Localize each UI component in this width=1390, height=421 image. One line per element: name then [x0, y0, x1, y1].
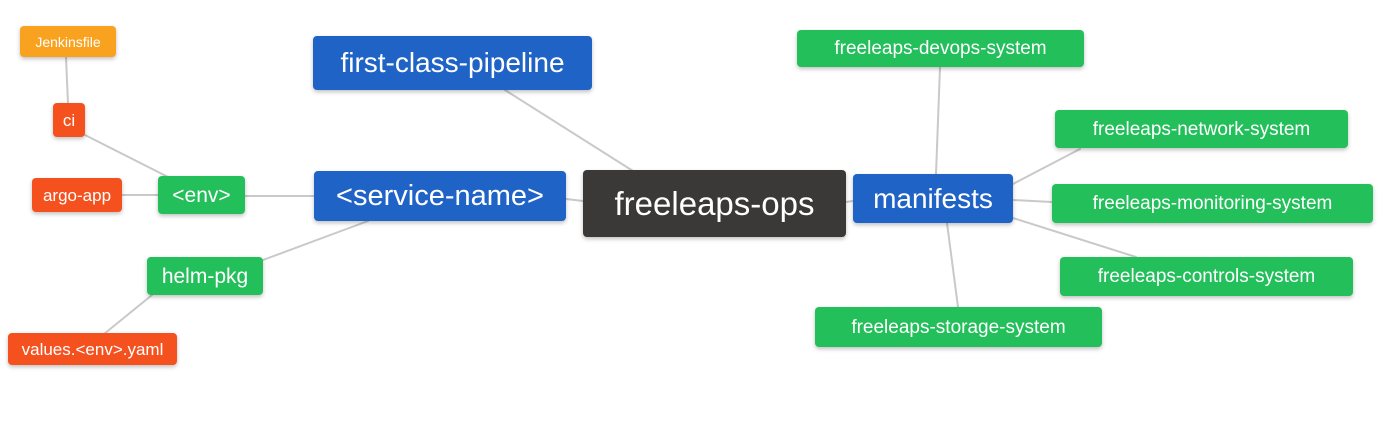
node-ci[interactable]: ci [53, 103, 85, 137]
node-manifests[interactable]: manifests [853, 174, 1013, 223]
node-freeleaps-ops[interactable]: freeleaps-ops [583, 170, 846, 237]
node-jenkinsfile[interactable]: Jenkinsfile [20, 26, 116, 57]
edge-manifests-to-freeleaps-monitoring-system [1012, 199, 1053, 203]
edge-manifests-to-freeleaps-devops-system [935, 66, 941, 175]
edge-ci-to-env [84, 134, 171, 179]
node-freeleaps-monitoring-system[interactable]: freeleaps-monitoring-system [1052, 184, 1373, 223]
node-freeleaps-network-system[interactable]: freeleaps-network-system [1055, 110, 1348, 148]
edge-jenkinsfile-to-ci [65, 56, 69, 105]
edge-first-class-pipeline-to-freeleaps-ops [504, 89, 634, 172]
edge-manifests-to-freeleaps-storage-system [946, 222, 959, 308]
edge-helm-pkg-to-service-name [262, 220, 369, 261]
node-freeleaps-storage-system[interactable]: freeleaps-storage-system [815, 307, 1102, 347]
node-argo-app[interactable]: argo-app [32, 178, 122, 212]
edge-manifests-to-freeleaps-controls-system [1012, 217, 1137, 258]
edge-freeleaps-ops-to-manifests [845, 200, 854, 203]
node-env[interactable]: <env> [158, 176, 245, 214]
node-freeleaps-controls-system[interactable]: freeleaps-controls-system [1060, 257, 1353, 296]
node-service-name[interactable]: <service-name> [314, 171, 566, 221]
node-freeleaps-devops-system[interactable]: freeleaps-devops-system [797, 30, 1084, 67]
edge-manifests-to-freeleaps-network-system [1012, 148, 1081, 185]
node-helm-pkg[interactable]: helm-pkg [147, 257, 263, 295]
node-values-env-yaml[interactable]: values.<env>.yaml [8, 333, 177, 365]
node-first-class-pipeline[interactable]: first-class-pipeline [313, 36, 592, 90]
edge-helm-pkg-to-values-env-yaml [103, 294, 153, 335]
edge-service-name-to-freeleaps-ops [565, 198, 584, 202]
